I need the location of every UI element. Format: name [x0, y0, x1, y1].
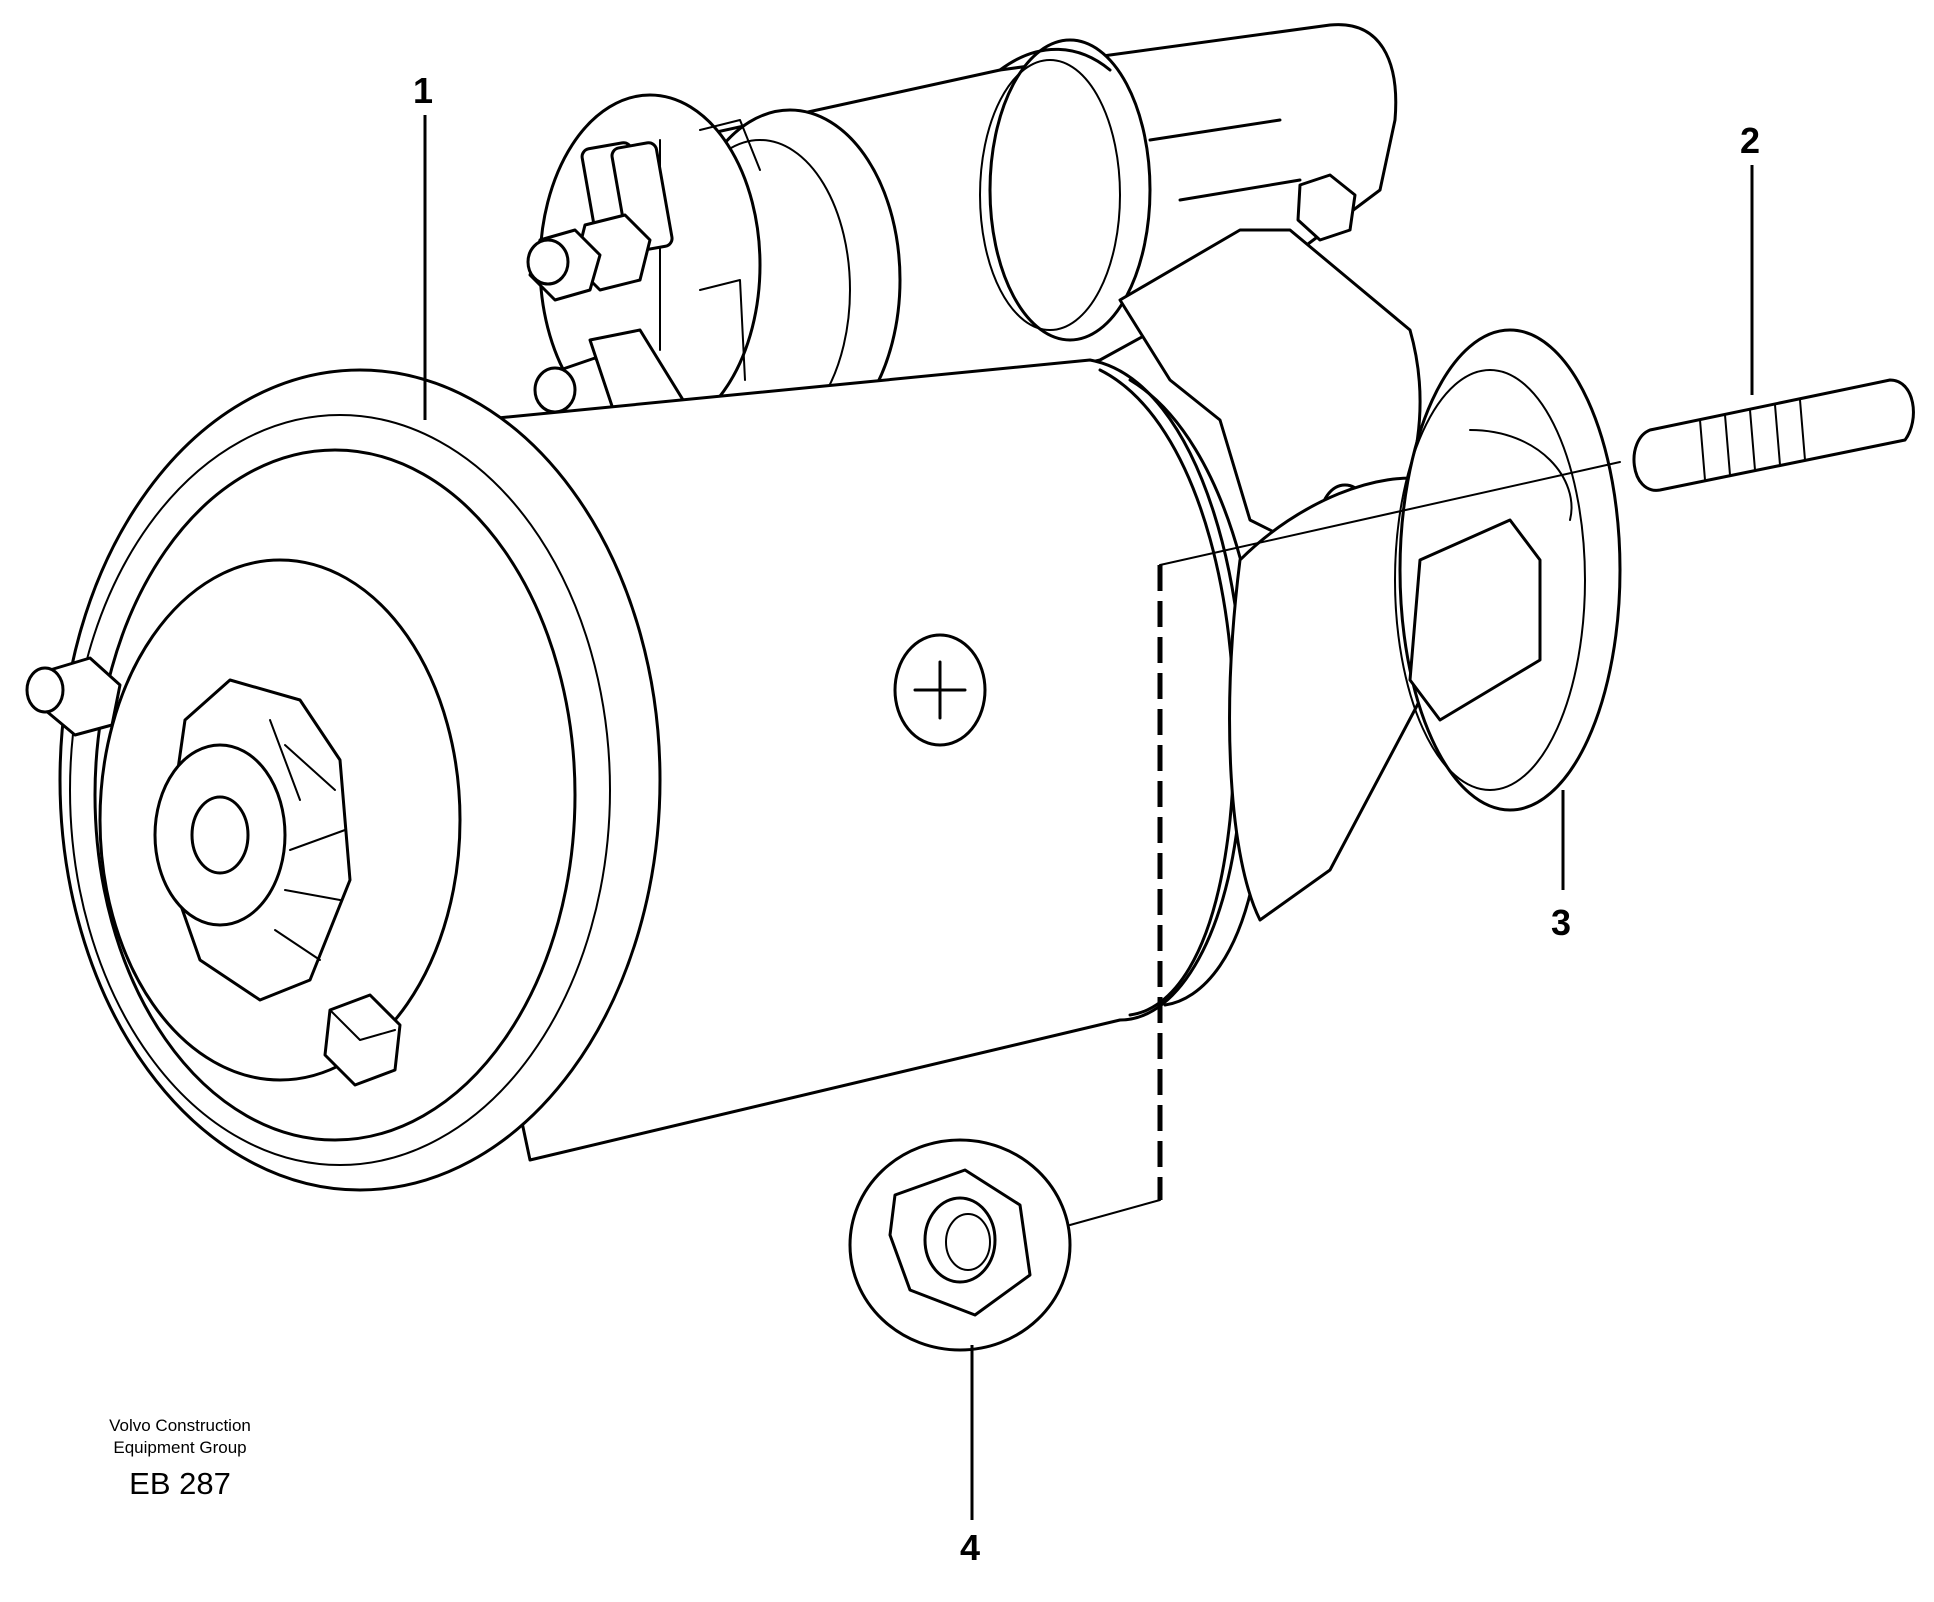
commutator-end-cover: [25, 368, 662, 1192]
assembly-axis: [1159, 461, 1621, 566]
credit-line-2: Equipment Group: [113, 1438, 247, 1457]
body-screw: [893, 633, 987, 747]
assembly-path-to-nut: [1069, 1199, 1161, 1226]
drive-end-housing: [1228, 328, 1622, 922]
publisher-credit: Volvo Construction Equipment Group EB 28…: [60, 1415, 300, 1503]
callout-4: 4: [960, 1527, 981, 1568]
stud-bolt: [1632, 378, 1915, 492]
callout-1: 1: [413, 70, 434, 111]
callout-2: 2: [1740, 120, 1761, 161]
callout-3: 3: [1551, 902, 1572, 943]
flange-nut: [848, 1138, 1072, 1352]
credit-line-1: Volvo Construction: [109, 1416, 251, 1435]
figure-code: EB 287: [129, 1466, 231, 1501]
